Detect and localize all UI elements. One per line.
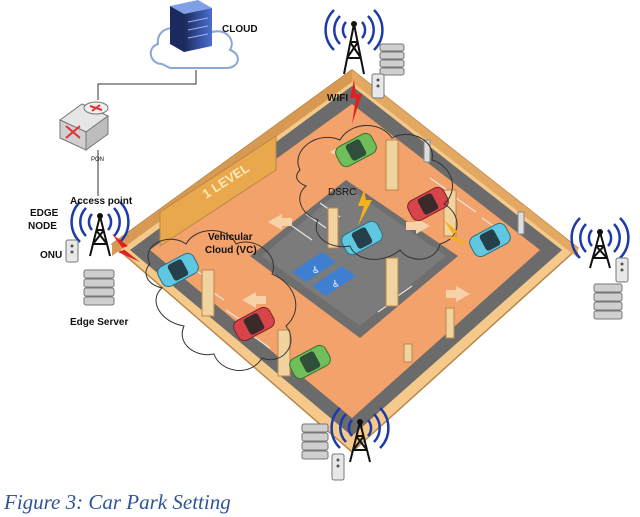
edge-server-label: Edge Server bbox=[70, 317, 129, 328]
server-rack-icon bbox=[170, 0, 212, 52]
cloud-group bbox=[149, 0, 239, 69]
server-rack-icon bbox=[593, 283, 623, 320]
wireless-links bbox=[112, 80, 470, 262]
svg-text:♿: ♿ bbox=[312, 266, 320, 276]
antenna-tower-icon bbox=[330, 407, 390, 463]
access-point-label: Access point bbox=[70, 196, 133, 207]
lightning-icon bbox=[444, 220, 470, 246]
dsrc-cloud-outline bbox=[296, 125, 458, 260]
pillar-icon bbox=[385, 139, 399, 191]
antenna-tower-icon bbox=[324, 9, 384, 75]
wifi-signal-icon bbox=[570, 217, 630, 259]
router-icon bbox=[59, 101, 109, 151]
edge-node-label-line2: NODE bbox=[28, 221, 57, 232]
vehicular-clouds bbox=[145, 125, 458, 371]
svg-text:♿: ♿ bbox=[332, 280, 340, 290]
car-icon bbox=[407, 186, 449, 222]
edge-node-label-line1: EDGE bbox=[30, 208, 59, 219]
barrier-gates bbox=[403, 139, 525, 363]
pillars bbox=[201, 139, 457, 377]
car-icon bbox=[289, 344, 331, 380]
server-rack-icon bbox=[379, 43, 405, 76]
edge-servers bbox=[65, 43, 629, 481]
dsrc-label: DSRC bbox=[328, 187, 357, 198]
car-icon bbox=[157, 252, 199, 288]
onu-device-icon bbox=[371, 73, 385, 99]
pon-label: PON bbox=[91, 157, 105, 163]
lightning-icon bbox=[112, 234, 140, 262]
pillar-icon bbox=[277, 329, 291, 377]
wifi-signal-icon bbox=[70, 201, 130, 243]
onu-device-icon bbox=[331, 453, 345, 481]
car-icon bbox=[233, 306, 275, 342]
wifi-label: WIFI bbox=[327, 93, 349, 104]
onu-label: ONU bbox=[40, 250, 63, 261]
pillar-icon bbox=[327, 207, 339, 249]
wifi-signal-icon bbox=[324, 9, 384, 51]
vehicular-cloud-label-line1: Vehicular bbox=[208, 232, 253, 243]
figure-caption: Figure 3: Car Park Setting bbox=[4, 490, 231, 514]
server-rack-icon bbox=[301, 423, 329, 460]
car-icon bbox=[335, 132, 377, 168]
pillar-icon bbox=[201, 269, 215, 317]
onu-device-icon bbox=[615, 257, 629, 283]
cloud-to-router-link bbox=[97, 70, 197, 100]
accessible-parking-spots: ♿ ♿ bbox=[292, 252, 356, 296]
cars bbox=[157, 132, 511, 380]
antenna-tower-icon bbox=[70, 201, 130, 257]
server-rack-icon bbox=[83, 269, 115, 306]
parking-lot: ♿ ♿ 1 LEVEL bbox=[110, 69, 580, 454]
lightning-icon bbox=[358, 190, 372, 226]
onu-device-icon bbox=[65, 239, 79, 263]
vehicular-cloud-label-line2: Cloud (VC) bbox=[205, 245, 257, 256]
cloud-label: CLOUD bbox=[222, 24, 258, 35]
antenna-tower-icon bbox=[570, 217, 630, 269]
car-park-diagram: ♿ ♿ 1 LEVEL bbox=[59, 0, 630, 481]
pillar-icon bbox=[385, 257, 399, 307]
car-icon bbox=[469, 222, 511, 258]
wifi-signal-icon bbox=[330, 407, 390, 449]
car-icon bbox=[341, 220, 383, 256]
lightning-icon bbox=[350, 80, 362, 124]
vehicular-cloud-outline bbox=[145, 230, 297, 371]
